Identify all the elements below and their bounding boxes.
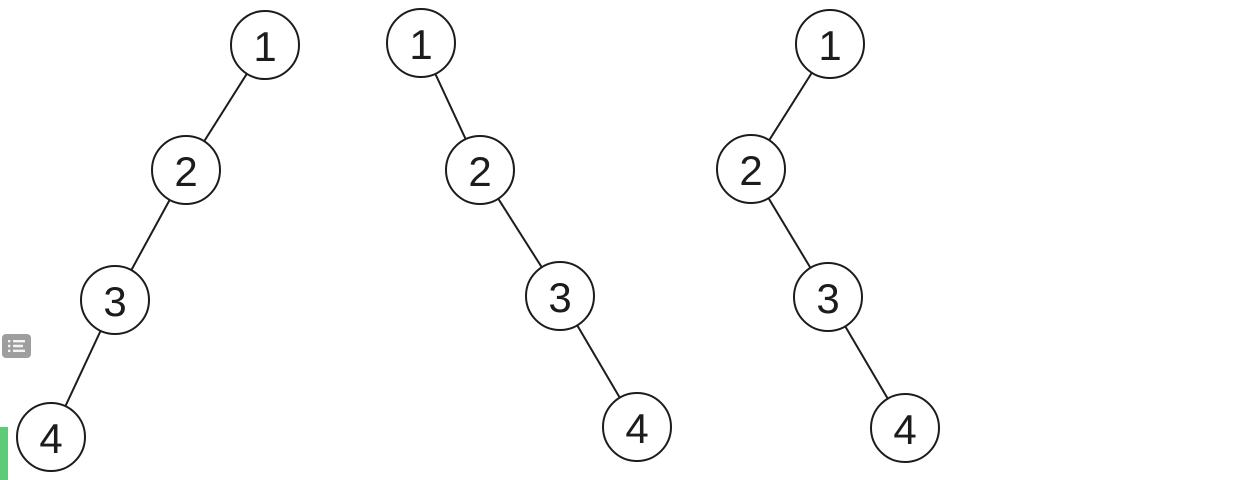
tree-node [793, 262, 863, 332]
tree-left-chain: 1 2 3 4 [16, 10, 300, 472]
tree-right-chain: 1 2 3 4 [386, 8, 672, 462]
bulleted-list-glyph [8, 340, 25, 352]
tree-node-label: 2 [739, 147, 762, 194]
bulleted-list-icon [8, 339, 25, 353]
tree-node-label: 1 [253, 23, 276, 70]
tree-node [80, 265, 150, 335]
tree-node-label: 2 [468, 148, 491, 195]
tree-node [386, 8, 456, 78]
tree-node [716, 134, 786, 204]
tree-node [795, 9, 865, 79]
tree-node-label: 3 [816, 275, 839, 322]
tree-node [870, 393, 940, 463]
tree-node [525, 261, 595, 331]
tree-node [602, 392, 672, 462]
tree-node-label: 1 [409, 21, 432, 68]
list-toggle-button[interactable] [2, 334, 31, 358]
tree-left-right-right: 1 2 3 4 [716, 9, 940, 463]
tree-node [445, 135, 515, 205]
tree-node-label: 4 [893, 406, 916, 453]
green-progress-bar [0, 427, 8, 480]
tree-node-label: 4 [625, 405, 648, 452]
tree-node-label: 3 [103, 278, 126, 325]
tree-node [16, 402, 86, 472]
tree-node [151, 135, 221, 205]
tree-node-label: 2 [174, 148, 197, 195]
tree-node-label: 3 [548, 274, 571, 321]
tree-node [230, 10, 300, 80]
tree-node-label: 1 [818, 22, 841, 69]
tree-node-label: 4 [39, 415, 62, 462]
